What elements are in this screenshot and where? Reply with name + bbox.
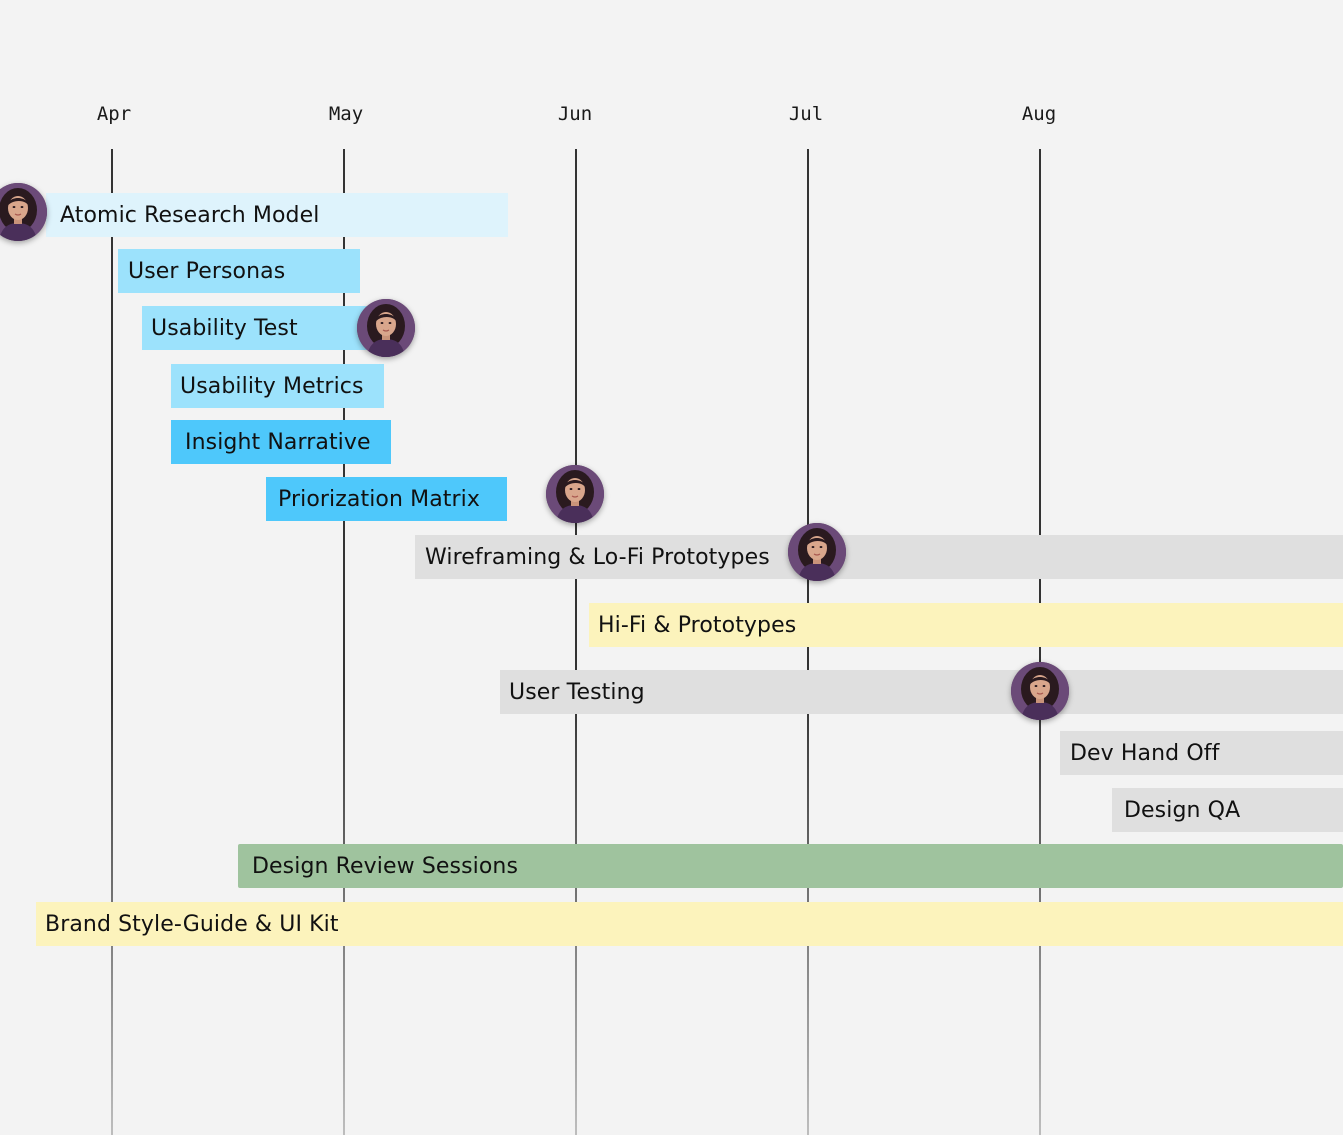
avatar[interactable] xyxy=(546,465,604,523)
month-label-apr: Apr xyxy=(96,103,132,125)
task-label: Brand Style-Guide & UI Kit xyxy=(45,911,339,937)
task-label: Design QA xyxy=(1124,797,1241,823)
gridline-may xyxy=(343,149,345,1135)
task-bar-dev-hand-off[interactable]: Dev Hand Off xyxy=(1060,731,1343,775)
month-label-aug: Aug xyxy=(1021,103,1057,125)
avatar[interactable] xyxy=(357,299,415,357)
gridline-apr xyxy=(111,149,113,1135)
task-bar-design-qa[interactable]: Design QA xyxy=(1112,788,1343,832)
task-bar-user-testing[interactable]: User Testing xyxy=(500,670,1343,714)
task-bar-usability-metrics[interactable]: Usability Metrics xyxy=(171,364,384,408)
task-label: Wireframing & Lo-Fi Prototypes xyxy=(425,544,770,570)
month-label-jun: Jun xyxy=(557,103,593,125)
task-label: Usability Test xyxy=(151,315,298,341)
avatar[interactable] xyxy=(1011,662,1069,720)
task-bar-usability-test[interactable]: Usability Test xyxy=(142,306,372,350)
task-bar-insight-narrative[interactable]: Insight Narrative xyxy=(171,420,391,464)
task-label: Dev Hand Off xyxy=(1070,740,1220,766)
task-bar-hifi-prototypes[interactable]: Hi-Fi & Prototypes xyxy=(589,603,1343,647)
month-label-jul: Jul xyxy=(788,103,824,125)
month-label-may: May xyxy=(328,103,364,125)
task-label: Priorization Matrix xyxy=(278,486,480,512)
task-label: Hi-Fi & Prototypes xyxy=(598,612,797,638)
task-bar-brand-style-guide[interactable]: Brand Style-Guide & UI Kit xyxy=(36,902,1343,946)
task-bar-priorization-matrix[interactable]: Priorization Matrix xyxy=(266,477,507,521)
avatar[interactable] xyxy=(788,523,846,581)
task-bar-wireframing[interactable]: Wireframing & Lo-Fi Prototypes xyxy=(415,535,1343,579)
task-bar-design-review-sessions[interactable]: Design Review Sessions xyxy=(238,844,1343,888)
task-label: Usability Metrics xyxy=(180,373,364,399)
gridline-jun xyxy=(575,149,577,1135)
task-label: Insight Narrative xyxy=(185,429,371,455)
task-bar-atomic-research-model[interactable]: Atomic Research Model xyxy=(46,193,508,237)
avatar[interactable] xyxy=(0,183,47,241)
task-label: User Testing xyxy=(509,679,645,705)
task-label: Design Review Sessions xyxy=(252,853,519,879)
task-label: Atomic Research Model xyxy=(60,202,320,228)
task-bar-user-personas[interactable]: User Personas xyxy=(118,249,360,293)
task-label: User Personas xyxy=(128,258,286,284)
